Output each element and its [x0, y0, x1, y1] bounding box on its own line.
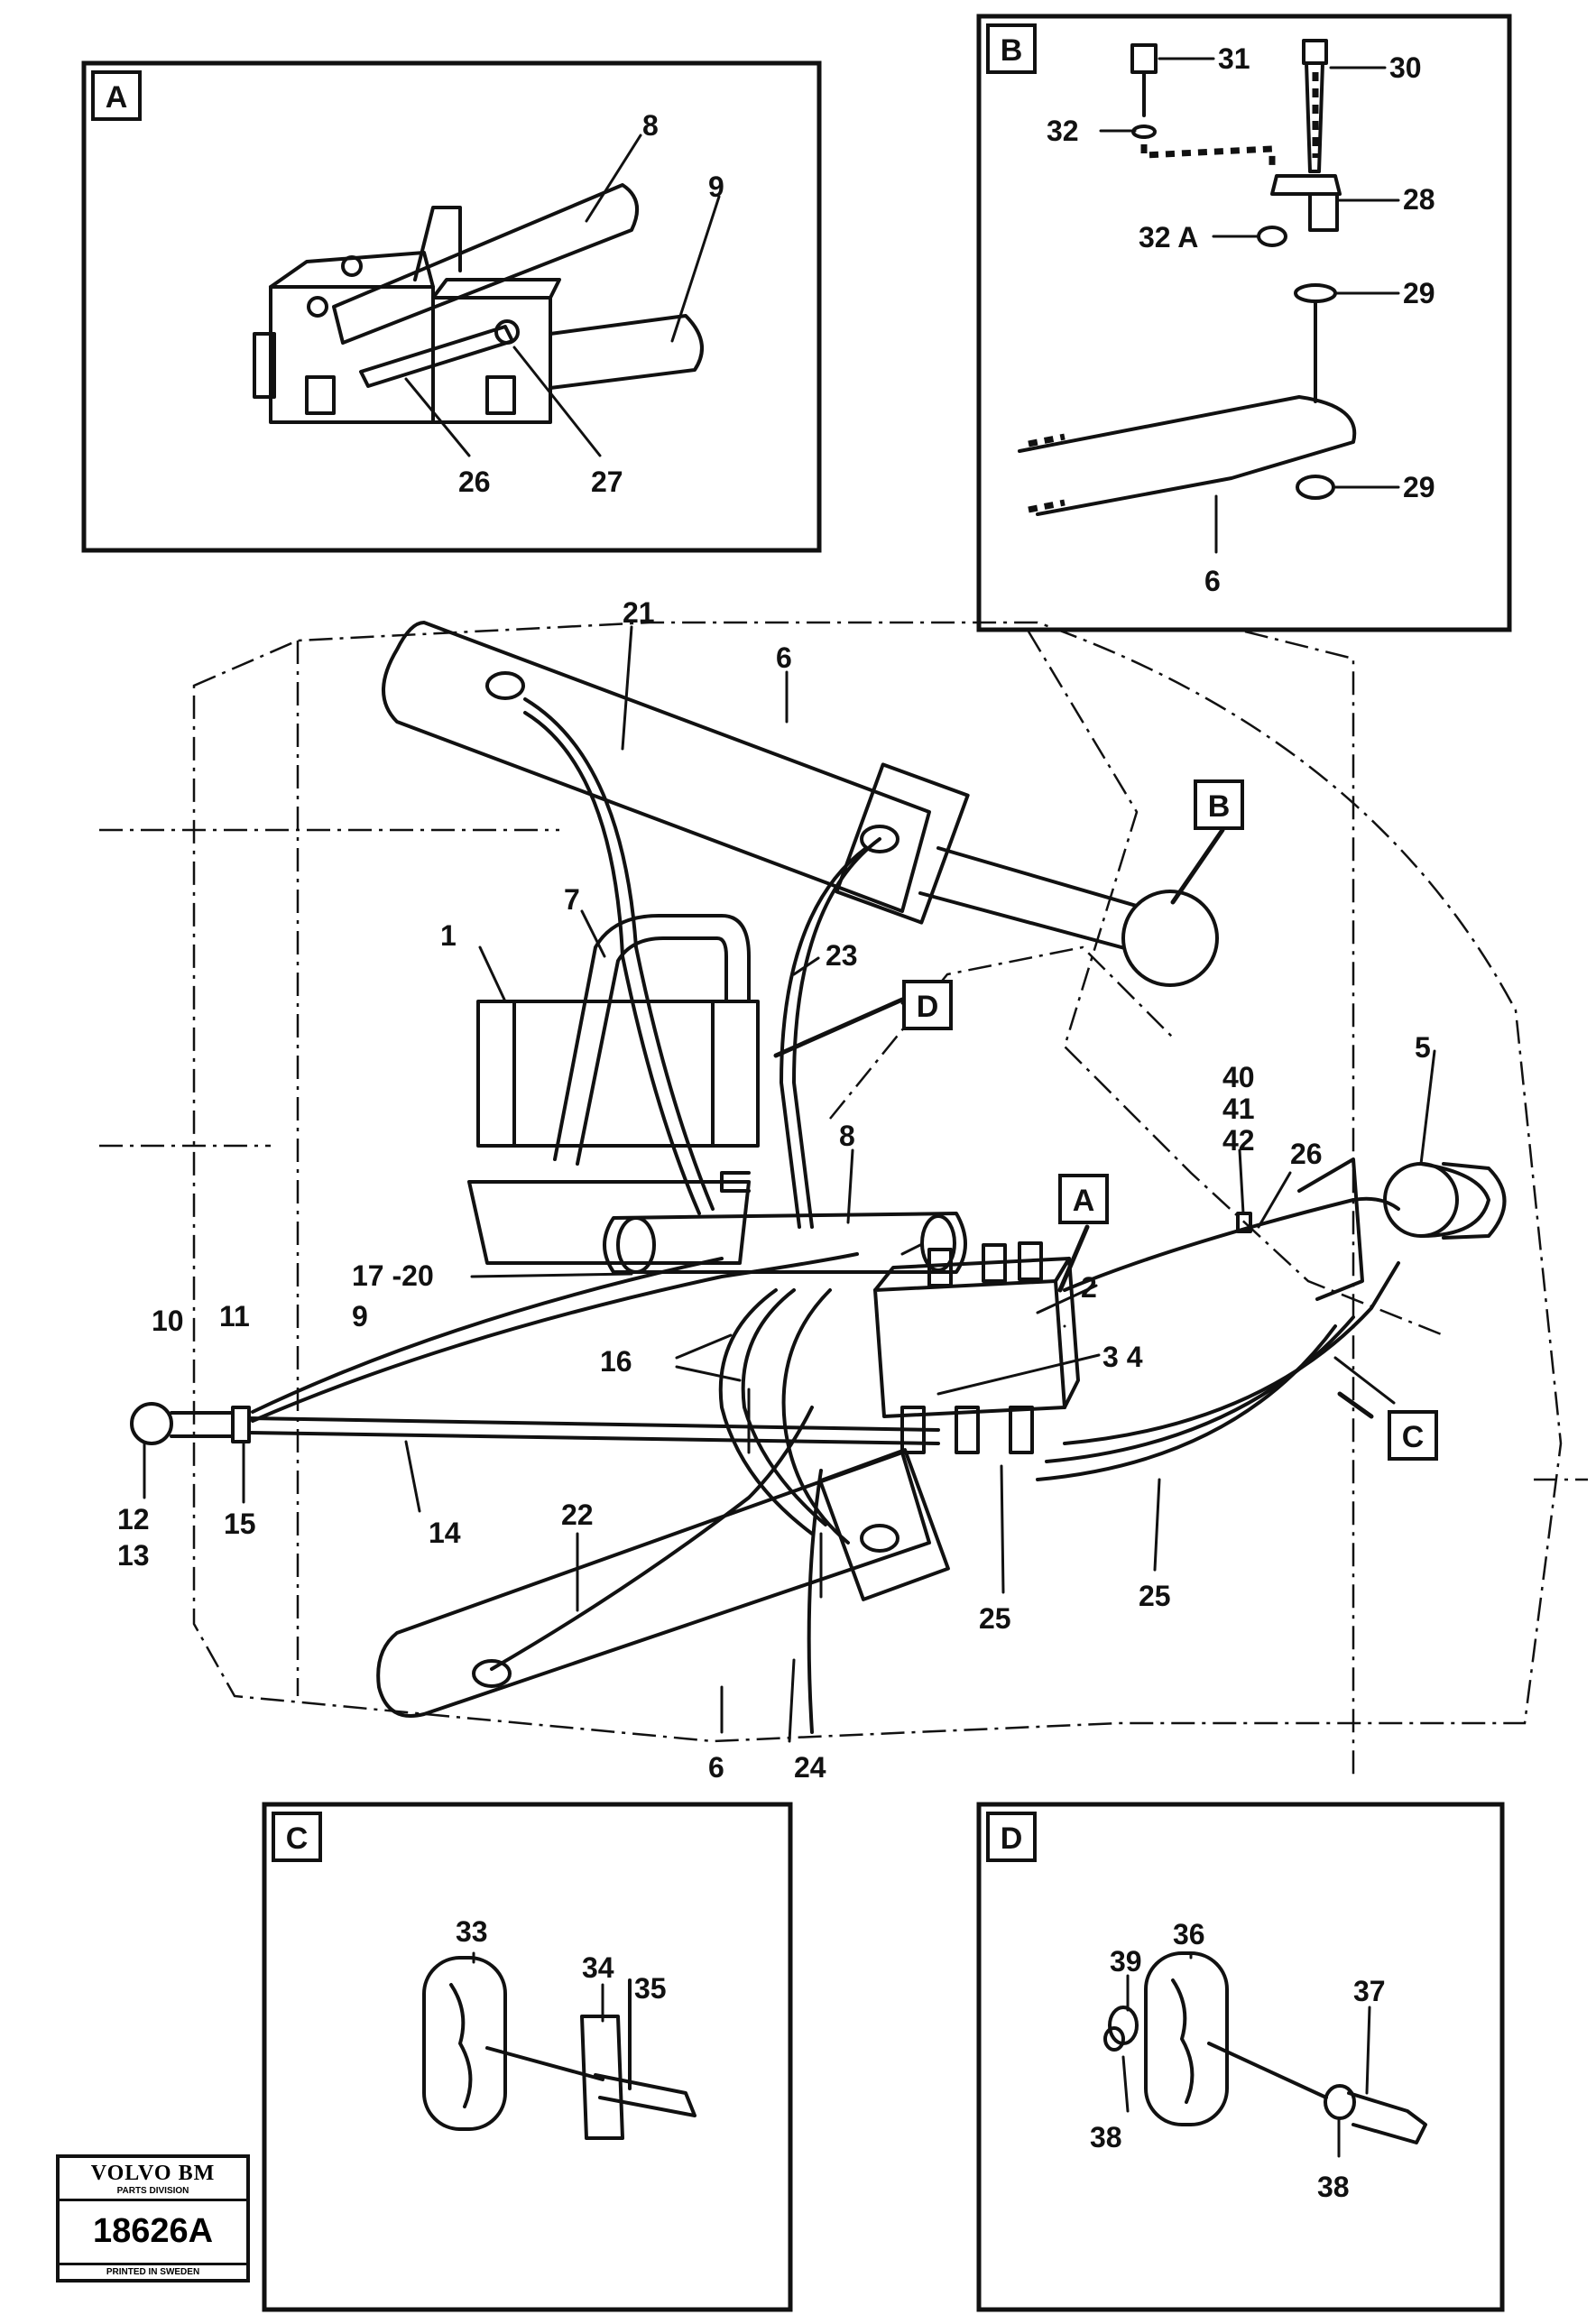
label-38-left: 38	[1090, 2121, 1122, 2153]
detail-a: A 8 9 26 27	[81, 60, 822, 553]
pipe-7	[553, 914, 751, 1166]
main-assembly: B D A C 21 6 1 7 23 8 2 3 4 5 40 41 42 2…	[99, 596, 1588, 1784]
label-41: 41	[1222, 1093, 1255, 1125]
label-6-detail-b: 6	[1204, 565, 1221, 597]
label-25-right: 25	[1139, 1580, 1171, 1612]
label-39: 39	[1110, 1945, 1142, 1978]
tank-1	[467, 1000, 760, 1265]
detail-b-dashes	[1028, 72, 1319, 513]
label-1: 1	[440, 919, 457, 952]
detail-b: B	[976, 14, 1512, 632]
label-9-main: 9	[352, 1300, 368, 1333]
label-10: 10	[152, 1305, 184, 1337]
callout-d: D	[917, 990, 939, 1024]
logo-code: 18626A	[92, 2212, 214, 2250]
label-29-bottom: 29	[1403, 471, 1435, 503]
detail-b-tag: B	[1001, 33, 1023, 68]
label-27: 27	[591, 466, 623, 498]
reservoir-5	[1297, 1157, 1507, 1301]
label-22: 22	[561, 1499, 594, 1531]
label-33: 33	[456, 1915, 488, 1948]
logo-division: PARTS DIVISION	[60, 2186, 246, 2201]
label-9-detail-a: 9	[708, 171, 724, 203]
detail-b-leaders	[1099, 57, 1400, 554]
detail-c-tag: C	[286, 1821, 309, 1856]
label-5: 5	[1415, 1031, 1431, 1064]
tube-8	[603, 1212, 967, 1274]
detail-c-leaders	[472, 1951, 604, 2023]
label-21: 21	[623, 596, 655, 629]
control-valve-2	[873, 1241, 1080, 1454]
label-23: 23	[826, 939, 858, 972]
label-13: 13	[117, 1539, 150, 1572]
detail-d: D 39 36 37 38 38	[976, 1802, 1505, 2312]
callout-b: B	[1208, 789, 1231, 824]
grease-parts	[1018, 39, 1357, 516]
callout-c: C	[1402, 1420, 1425, 1454]
callout-a: A	[1073, 1184, 1095, 1218]
label-38-right: 38	[1317, 2171, 1350, 2203]
label-26-main: 26	[1290, 1138, 1323, 1170]
label-14: 14	[429, 1517, 461, 1549]
label-26-detail-a: 26	[458, 466, 491, 498]
logo-brand: VOLVO BM	[90, 2162, 216, 2185]
label-32: 32	[1047, 115, 1079, 147]
label-32a: 32 A	[1139, 221, 1198, 254]
callout-wedges	[773, 827, 1374, 1419]
label-8-main: 8	[839, 1120, 855, 1152]
label-42: 42	[1222, 1124, 1255, 1157]
main-leaders	[143, 625, 1436, 1743]
logo-printed: PRINTED IN SWEDEN	[60, 2263, 246, 2279]
label-37: 37	[1353, 1975, 1386, 2007]
label-17-20: 17 -20	[352, 1259, 434, 1292]
detail-a-leaders	[404, 134, 721, 457]
label-11: 11	[219, 1300, 250, 1333]
label-6-top: 6	[776, 641, 792, 674]
label-40: 40	[1222, 1061, 1255, 1093]
label-36: 36	[1173, 1918, 1205, 1950]
cylinder-6-upper	[382, 621, 1219, 987]
label-25-left: 25	[979, 1602, 1011, 1635]
valve-sketch	[253, 183, 704, 424]
cylinder-6-lower	[376, 1448, 950, 1718]
label-34: 34	[582, 1951, 614, 1984]
machine-outline	[99, 621, 1588, 1777]
label-24: 24	[794, 1751, 826, 1784]
label-16: 16	[600, 1345, 632, 1378]
label-2: 2	[1081, 1271, 1097, 1304]
label-28: 28	[1403, 183, 1435, 216]
detail-d-tag: D	[1001, 1821, 1023, 1856]
label-15: 15	[224, 1508, 256, 1540]
label-8-detail-a: 8	[642, 109, 659, 142]
detail-c: C 33 34 35	[262, 1802, 793, 2312]
volvo-bm-logo: VOLVO BM PARTS DIVISION 18626A PRINTED I…	[56, 2154, 250, 2282]
label-29-top: 29	[1403, 277, 1435, 309]
label-31: 31	[1218, 42, 1250, 75]
clamp-33-parts	[422, 1956, 697, 2140]
detail-d-leaders	[1121, 1951, 1371, 2158]
lever-assembly	[130, 1402, 940, 1445]
label-6-bottom: 6	[708, 1751, 724, 1784]
label-35: 35	[634, 1972, 667, 2005]
detail-a-tag: A	[106, 80, 128, 115]
clamp-36-parts	[1103, 1951, 1427, 2144]
label-7: 7	[564, 883, 580, 916]
label-3-4: 3 4	[1102, 1341, 1143, 1373]
label-12: 12	[117, 1503, 150, 1536]
label-30: 30	[1389, 51, 1422, 84]
